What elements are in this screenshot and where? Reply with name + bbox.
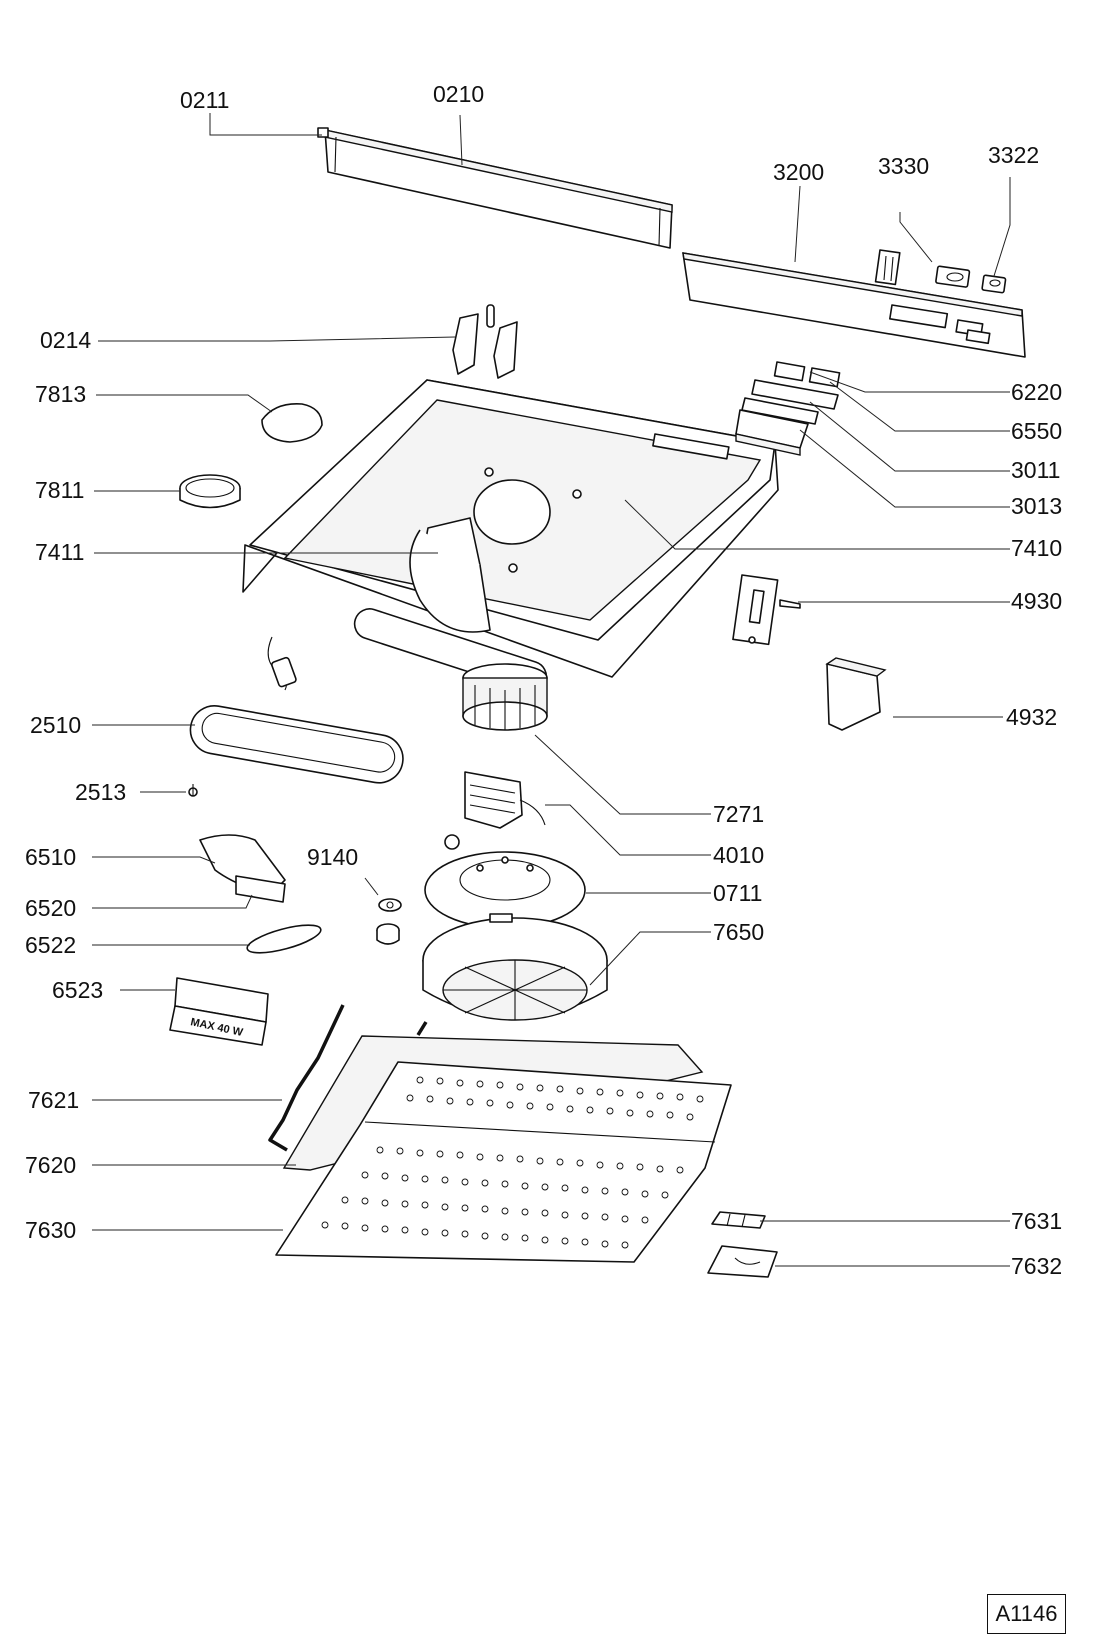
part-label-7411: 7411 [35, 539, 84, 565]
part-drawing-3330 [874, 249, 971, 288]
part-drawing-6220 [773, 361, 841, 388]
part-label-7632: 7632 [1011, 1253, 1062, 1279]
part-drawing-7621 [268, 1004, 428, 1152]
part-drawing-7630 [275, 1061, 732, 1263]
part-label-9140: 9140 [307, 844, 358, 870]
part-drawing-6550 [751, 379, 839, 410]
part-label-7621: 7621 [28, 1087, 79, 1113]
part-label-0210: 0210 [433, 81, 484, 107]
part-drawing-2510 [189, 705, 404, 784]
part-label-2513: 2513 [75, 779, 126, 805]
part-drawing-6522 [246, 924, 322, 954]
part-label-4930: 4930 [1011, 588, 1062, 614]
leader-lines [92, 113, 1011, 1267]
part-label-6520: 6520 [25, 895, 76, 921]
part-label-0711: 0711 [713, 880, 762, 906]
part-drawing-7410 [242, 379, 779, 693]
part-label-6550: 6550 [1011, 418, 1062, 444]
part-label-3330: 3330 [878, 153, 929, 179]
part-label-7630: 7630 [25, 1217, 76, 1243]
part-drawing-0711 [424, 834, 586, 929]
part-label-7813: 7813 [35, 381, 86, 407]
part-label-7271: 7271 [713, 801, 764, 827]
part-label-7410: 7410 [1011, 535, 1062, 561]
part-label-4010: 4010 [713, 842, 764, 868]
part-label-0214: 0214 [40, 327, 91, 353]
part-label-4932: 4932 [1006, 704, 1057, 730]
part-label-7620: 7620 [25, 1152, 76, 1178]
part-drawing-7631 [711, 1211, 766, 1229]
part-drawing-2513 [188, 784, 198, 797]
part-drawing-7811 [179, 474, 241, 509]
part-drawing-3322 [981, 274, 1007, 294]
part-drawing-4930 [732, 574, 801, 646]
part-label-6510: 6510 [25, 844, 76, 870]
part-label-6220: 6220 [1011, 379, 1062, 405]
part-drawing-4932 [825, 657, 887, 731]
part-drawing-6520 [235, 875, 286, 903]
part-label-3013: 3013 [1011, 493, 1062, 519]
drawing-code-box: A1146 [987, 1594, 1066, 1634]
part-drawing-6523: MAX 40 W [169, 977, 269, 1046]
part-label-7650: 7650 [713, 919, 764, 945]
part-label-3322: 3322 [988, 142, 1039, 168]
part-drawing-7632 [707, 1245, 778, 1278]
part-drawing-7271 [462, 663, 548, 731]
part-drawing-3013 [735, 409, 809, 456]
part-drawing-0214 [452, 304, 518, 379]
part-label-6523: 6523 [52, 977, 103, 1003]
part-label-3200: 3200 [773, 159, 824, 185]
part-drawing-7813 [261, 403, 323, 443]
part-labels: 0211 0210 3200 3330 3322 0214 6220 7813 … [25, 81, 1062, 1279]
part-label-7811: 7811 [35, 477, 84, 503]
part-label-6522: 6522 [25, 932, 76, 958]
part-drawing-3200 [682, 252, 1026, 358]
part-drawing-0210 [317, 127, 673, 249]
part-label-3011: 3011 [1011, 457, 1060, 483]
part-label-2510: 2510 [30, 712, 81, 738]
part-drawing-7650 [422, 913, 608, 1021]
part-drawing-3011 [741, 397, 819, 425]
part-drawing-9140 [376, 898, 402, 945]
part-drawing-7411 [409, 517, 491, 633]
part-label-0211: 0211 [180, 87, 229, 113]
part-label-7631: 7631 [1011, 1208, 1062, 1234]
part-drawing-4010 [464, 771, 546, 829]
